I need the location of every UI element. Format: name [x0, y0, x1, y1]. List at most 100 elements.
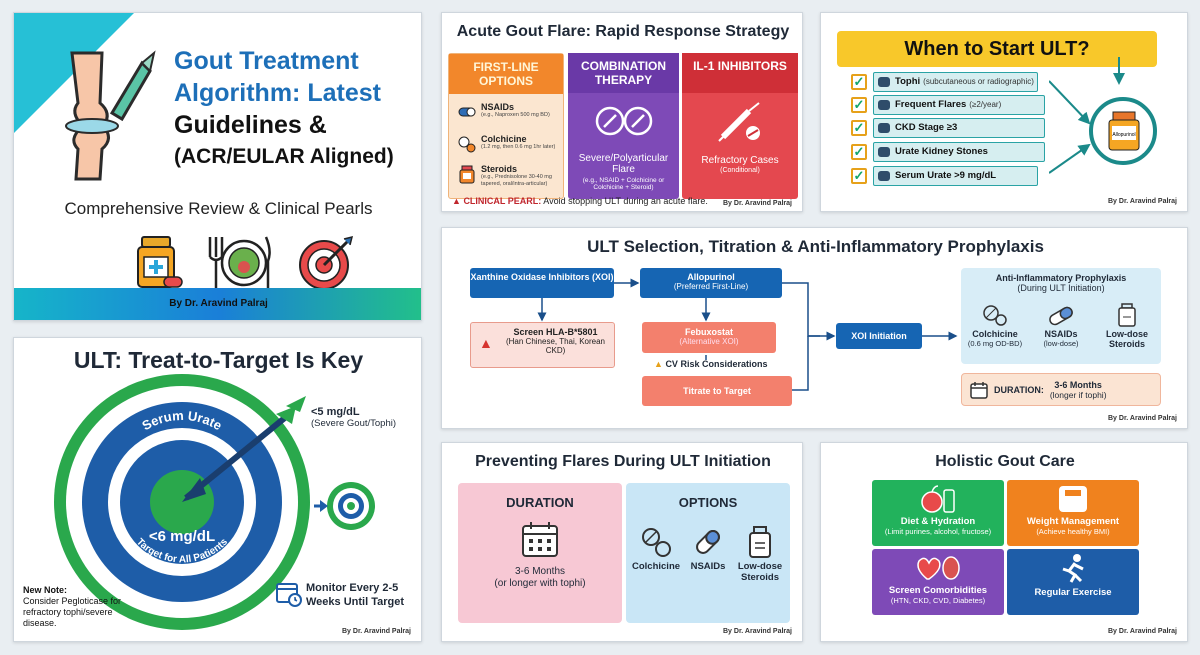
- diet-plate-icon: [208, 236, 271, 289]
- main-title: Gout Treatment Algorithm: Latest Guideli…: [174, 45, 421, 173]
- when-title: When to Start ULT?: [837, 31, 1157, 67]
- criterion-5: ✓Serum Urate >9 mg/dL: [851, 165, 1038, 186]
- criterion-3: ✓CKD Stage ≥3: [851, 117, 1045, 138]
- acute-title: Acute Gout Flare: Rapid Response Strateg…: [456, 23, 790, 40]
- criterion-label: Urate Kidney Stones: [895, 146, 988, 157]
- prophylaxis-steroids: Low-dose Steroids: [1095, 303, 1159, 349]
- byline: By Dr. Aravind Palraj: [1108, 628, 1177, 635]
- cv-risk-note: ▲ CV Risk Considerations: [654, 359, 767, 369]
- first-line-header: FIRST-LINE OPTIONS: [449, 54, 563, 94]
- caution-icon: ▲: [654, 359, 663, 369]
- heart-kidney-icon: [917, 556, 960, 580]
- prophylaxis-title: Anti-Inflammatory Prophylaxis: [995, 273, 1127, 283]
- tile-label: Screen Comorbidities: [888, 585, 988, 596]
- tile-weight: Weight Management (Achieve healthy BMI): [1007, 480, 1139, 546]
- criterion-1: ✓Tophi(subcutaneous or radiographic): [851, 71, 1038, 92]
- prophylaxis-item-name: Colchicine: [972, 329, 1018, 339]
- prophylaxis-item-name: Low-dose Steroids: [1106, 329, 1148, 349]
- option-label: Low-dose Steroids: [737, 561, 783, 583]
- tophi-icon: [878, 76, 890, 87]
- title-line-2: Algorithm: Latest: [174, 79, 381, 107]
- option-label: Colchicine: [632, 561, 681, 572]
- drug-nsaids: NSAIDs(e.g., Naproxen 500 mg BD): [457, 102, 561, 122]
- t2t-title: ULT: Treat-to-Target Is Key: [73, 347, 364, 373]
- bottle-label: Allopurinol: [1112, 132, 1135, 138]
- flow-connectors: [537, 278, 958, 391]
- bottle-icon: [1118, 303, 1136, 327]
- severe-target: <5 mg/dL (Severe Gout/Tophi): [311, 406, 396, 430]
- drug-detail: (e.g., Naproxen 500 mg BD): [481, 112, 550, 118]
- criterion-detail: (≥2/year): [969, 100, 1002, 109]
- criterion-label: CKD Stage ≥3: [895, 122, 958, 133]
- note-title: New Note:: [23, 585, 68, 595]
- preventing-flares-card: Preventing Flares During ULT Initiation …: [441, 442, 803, 642]
- prophylaxis-box: Anti-Inflammatory Prophylaxis(During ULT…: [961, 268, 1161, 364]
- allopurinol-bottle-icon: Allopurinol: [1108, 111, 1140, 151]
- pearl-label: CLINICAL PEARL:: [463, 196, 542, 206]
- bottle-icon: [749, 526, 771, 558]
- xoi-initiation-box: XOI Initiation: [836, 323, 922, 349]
- drug-detail: (1.2 mg, then 0.6 mg 1hr later): [481, 144, 556, 150]
- duration-text: 3-6 Months: [514, 566, 566, 577]
- check-icon: ✓: [851, 167, 867, 184]
- duration-header: DURATION: [506, 495, 574, 510]
- ult-selection-card: ULT Selection, Titration & Anti-Inflamma…: [441, 227, 1188, 429]
- note-text: Consider Pegloticase for refractory toph…: [23, 596, 122, 628]
- febuxostat-sub: (Alternative XOI): [679, 337, 739, 346]
- bottle-icon: [459, 165, 475, 184]
- prophylaxis-sub: (During ULT Initiation): [1017, 283, 1105, 293]
- tile-sub: (Limit purines, alcohol, fructose): [884, 527, 992, 536]
- tile-sub: (Achieve healthy BMI): [1036, 527, 1110, 536]
- selection-title: ULT Selection, Titration & Anti-Inflamma…: [587, 237, 1044, 256]
- title-line-3: Guidelines &: [174, 111, 327, 139]
- titrate-box: Titrate to Target: [642, 376, 792, 406]
- first-line-column: FIRST-LINE OPTIONS NSAIDs(e.g., Naproxen…: [448, 53, 564, 199]
- combination-header: COMBINATION THERAPY: [568, 53, 679, 93]
- combination-label: Severe/Polyarticular Flare: [578, 153, 669, 175]
- flare-icon: [878, 99, 890, 110]
- warning-icon: ▲: [452, 196, 461, 206]
- tile-sub: (HTN, CKD, CVD, Diabetes): [890, 596, 986, 605]
- drug-colchicine: Colchicine(1.2 mg, then 0.6 mg 1hr later…: [457, 134, 561, 154]
- combination-pills-icon: [595, 106, 652, 136]
- drug-name: NSAIDs: [481, 102, 515, 112]
- drug-name: Colchicine: [481, 134, 527, 144]
- title-card: Gout Treatment Algorithm: Latest Guideli…: [13, 12, 422, 321]
- treat-to-target-card: ULT: Treat-to-Target Is Key Serum Urate …: [13, 337, 422, 642]
- screen-title: Screen HLA-B*5801: [513, 327, 598, 337]
- target-icon: [299, 235, 354, 290]
- acute-flare-card: Acute Gout Flare: Rapid Response Strateg…: [441, 12, 803, 212]
- byline: By Dr. Aravind Palraj: [342, 628, 411, 635]
- holistic-care-card: Holistic Gout Care Diet & Hydration (Lim…: [820, 442, 1188, 642]
- pills-icon: [642, 528, 671, 557]
- tile-label: Regular Exercise: [1034, 587, 1112, 598]
- calendar-icon: [970, 381, 988, 399]
- option-label: NSAIDs: [690, 561, 726, 572]
- tile-comorbidities: Screen Comorbidities (HTN, CKD, CVD, Dia…: [872, 549, 1004, 615]
- criterion-2: ✓Frequent Flares(≥2/year): [851, 94, 1045, 115]
- syringe-icon: [718, 102, 760, 142]
- calendar-clock-icon: [276, 583, 302, 607]
- medication-bottle-icon: [137, 236, 183, 288]
- prevent-title: Preventing Flares During ULT Initiation: [475, 453, 771, 470]
- check-icon: ✓: [851, 73, 867, 90]
- drug-detail: (e.g., Prednisolone 30-40 mg tapered, or…: [481, 174, 552, 187]
- drug-name: Steroids: [481, 164, 518, 174]
- stones-icon: [878, 146, 890, 157]
- diet-icon: [921, 485, 955, 513]
- options-header: OPTIONS: [678, 495, 738, 510]
- combination-column: COMBINATION THERAPY Severe/Polyarticular…: [568, 53, 679, 199]
- il1-column: IL-1 INHIBITORS Refractory Cases (Condit…: [682, 53, 798, 199]
- duration-value: 3-6 Months: [1054, 379, 1102, 390]
- title-line-4: (ACR/EULAR Aligned): [174, 145, 394, 168]
- joint-icon: [65, 50, 156, 181]
- tile-label: Weight Management: [1026, 516, 1120, 527]
- clinical-pearl: ▲ CLINICAL PEARL: Avoid stopping ULT dur…: [452, 196, 708, 206]
- capsule-icon: [696, 530, 720, 554]
- febuxostat-label: Febuxostat: [684, 327, 733, 337]
- duration-detail: (longer if tophi): [1049, 389, 1107, 400]
- drug-steroids: Steroids(e.g., Prednisolone 30-40 mg tap…: [457, 164, 561, 188]
- severe-value: <5 mg/dL: [311, 406, 360, 418]
- severe-sub: (Severe Gout/Tophi): [311, 418, 397, 429]
- title-line-1: Gout Treatment: [174, 47, 359, 75]
